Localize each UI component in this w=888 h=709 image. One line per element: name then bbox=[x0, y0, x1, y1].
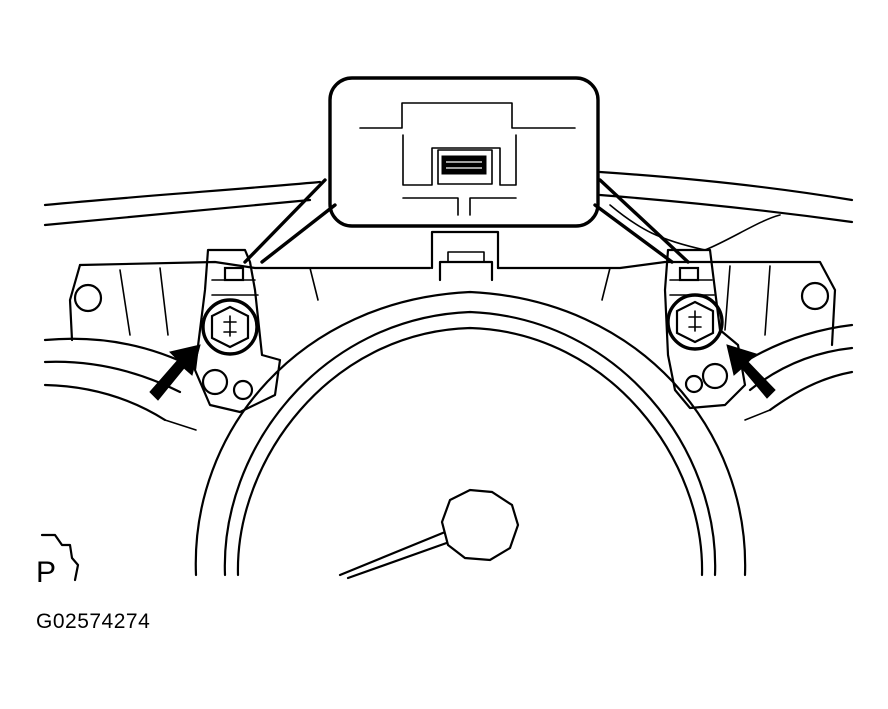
inner-lever bbox=[338, 488, 520, 580]
center-pad bbox=[164, 230, 771, 577]
bolt-icon bbox=[666, 293, 724, 351]
callout-zoom-icon bbox=[243, 76, 690, 264]
view-marker-outline bbox=[40, 533, 80, 582]
figure-id: G02574274 bbox=[36, 610, 150, 633]
right-clip bbox=[678, 266, 700, 282]
right-bracket bbox=[663, 248, 747, 410]
view-marker-label: P bbox=[36, 556, 56, 589]
center-housing bbox=[68, 260, 837, 347]
bolt-icon bbox=[201, 298, 259, 356]
left-lower-hole bbox=[201, 368, 229, 396]
arrow-icon bbox=[149, 344, 201, 401]
left-clip bbox=[223, 266, 245, 282]
left-mount-hole bbox=[73, 283, 103, 313]
left-bracket bbox=[193, 248, 282, 414]
upper-trim-lines bbox=[43, 170, 854, 251]
right-mount-hole bbox=[800, 281, 830, 311]
arrow-icon bbox=[726, 344, 776, 399]
right-lower-hole bbox=[701, 362, 729, 390]
